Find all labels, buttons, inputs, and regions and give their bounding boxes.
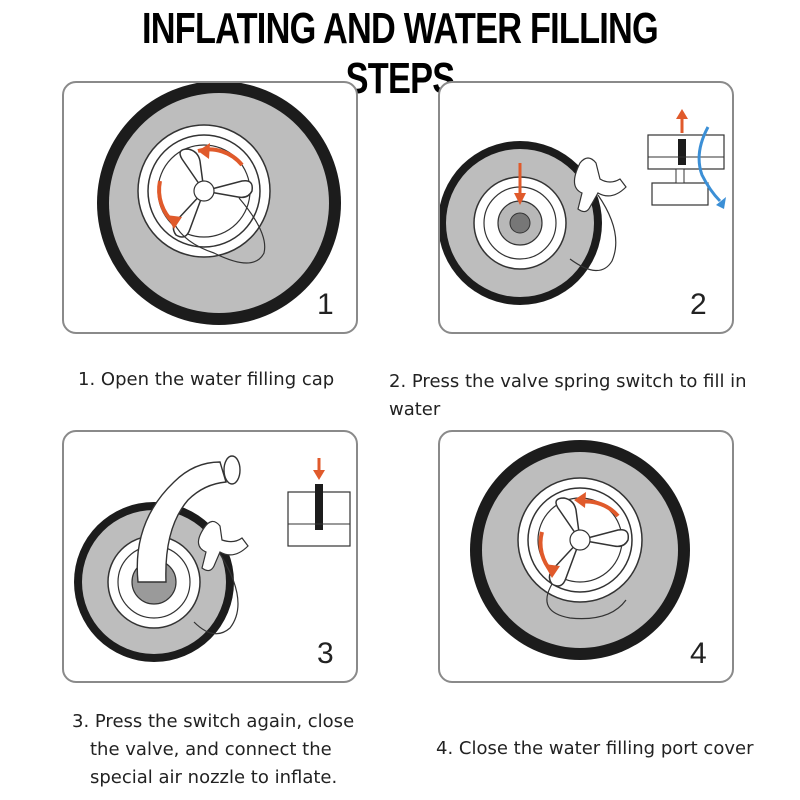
step-number: 1	[317, 288, 334, 321]
caption-line: the valve, and connect the	[90, 739, 332, 760]
air-nozzle-illustration	[74, 455, 351, 662]
open-cap-illustration	[97, 83, 341, 325]
caption-line: 3. Press the switch again, close	[72, 711, 355, 732]
step-number: 4	[690, 637, 707, 670]
step-4-caption: 4. Close the water filling port cover	[436, 738, 754, 759]
caption-line: special air nozzle to inflate.	[90, 767, 338, 788]
step-3-caption: 3. Press the switch again, close the val…	[72, 708, 354, 792]
page-title: INFLATING AND WATER FILLING STEPS	[142, 4, 659, 103]
step-4-panel: 4	[438, 430, 734, 683]
step-1-panel: 1	[62, 81, 358, 334]
press-valve-illustration	[440, 109, 726, 305]
step-3-panel: 3	[62, 430, 358, 683]
step-2-panel: 2	[438, 81, 734, 334]
step-number: 2	[690, 288, 707, 321]
step-2-caption: 2. Press the valve spring switch to fill…	[389, 371, 747, 420]
step-number: 3	[317, 637, 334, 670]
step-1-caption: 1. Open the water filling cap	[78, 369, 335, 390]
close-cover-illustration	[470, 440, 690, 660]
